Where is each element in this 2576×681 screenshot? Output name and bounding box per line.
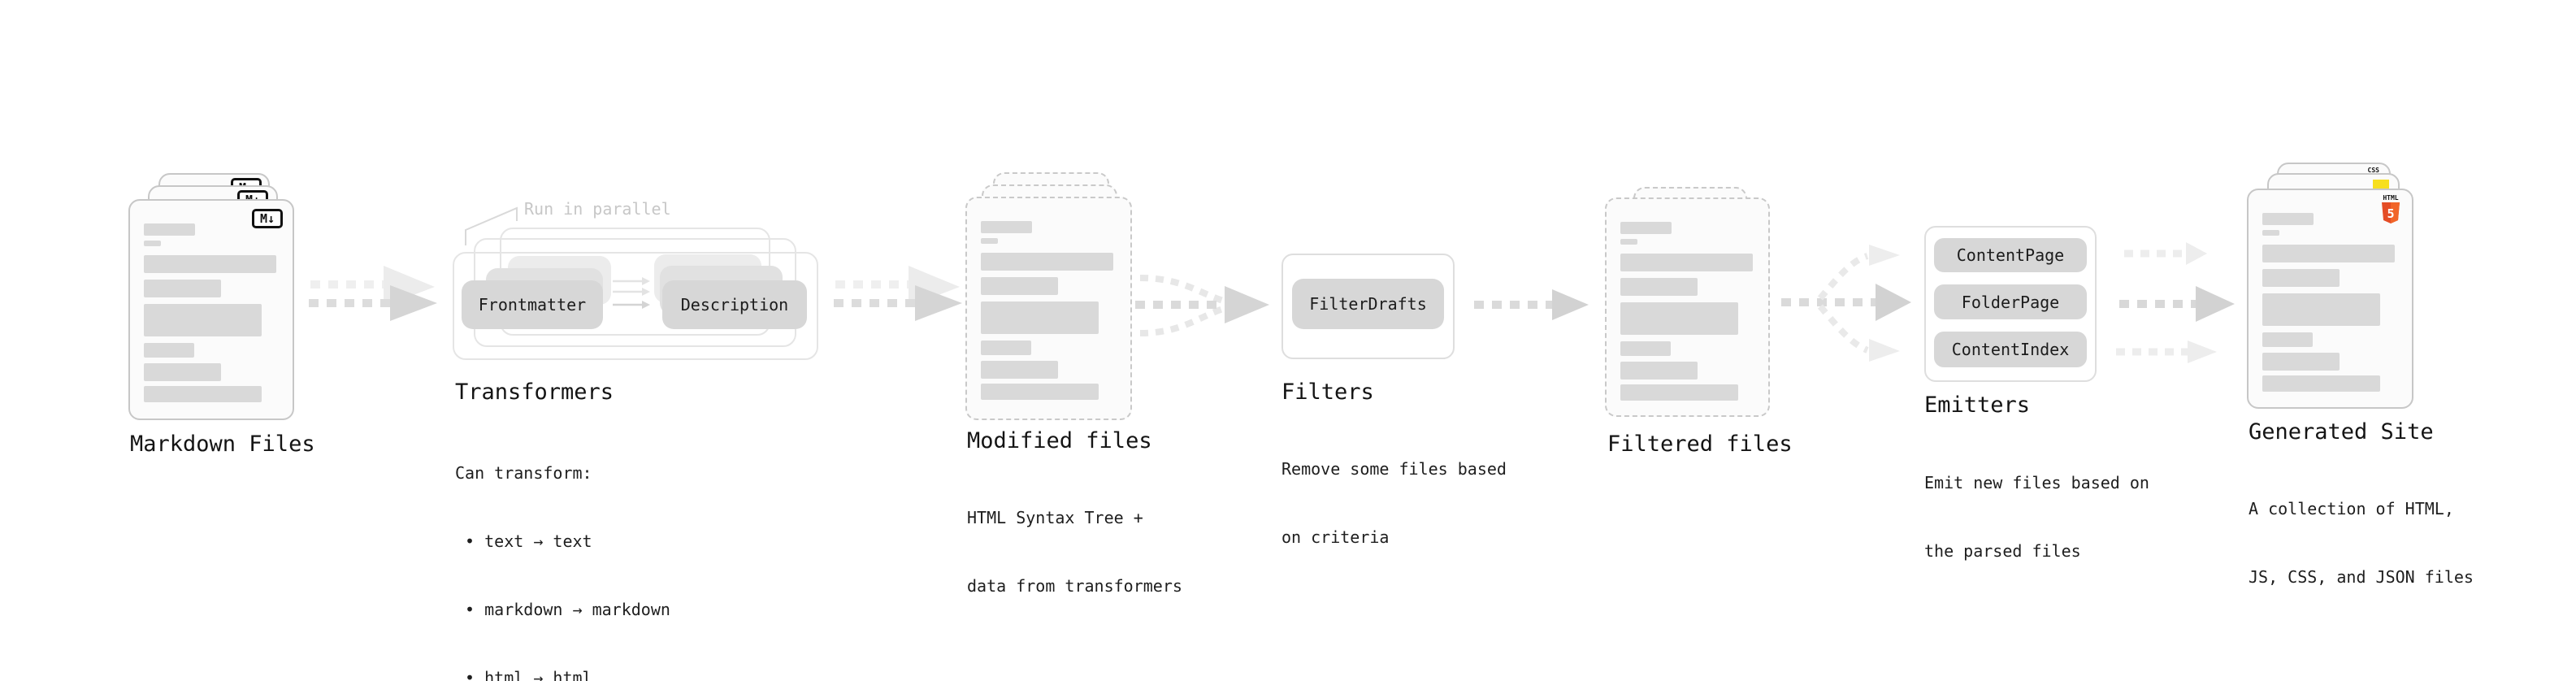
description-line: A collection of HTML, bbox=[2249, 499, 2454, 518]
description-pill: Description bbox=[662, 280, 807, 329]
content-page-pill-label: ContentPage bbox=[1956, 245, 2065, 265]
text-line-bar bbox=[144, 343, 194, 358]
description-line: HTML Syntax Tree + bbox=[967, 508, 1143, 527]
text-line-bar bbox=[144, 223, 195, 236]
text-line-bar bbox=[144, 386, 262, 402]
filter-drafts-pill: FilterDrafts bbox=[1292, 279, 1444, 329]
text-line-bar bbox=[144, 255, 276, 273]
arrow-modified-to-filters-fan-in bbox=[1135, 275, 1269, 336]
text-line-bar bbox=[144, 241, 161, 246]
description-line: the parsed files bbox=[1924, 541, 2081, 561]
text-line-bar bbox=[981, 238, 998, 244]
modified-files-heading: Modified files bbox=[967, 428, 1152, 453]
text-line-bar bbox=[1620, 384, 1738, 401]
text-line-bar bbox=[981, 384, 1099, 400]
text-line-bar bbox=[1620, 222, 1672, 234]
description-line: JS, CSS, and JSON files bbox=[2249, 567, 2474, 587]
description-line: on criteria bbox=[1281, 527, 1390, 547]
transformer-outline-box-front bbox=[453, 252, 818, 360]
description-line: Emit new files based on bbox=[1924, 473, 2149, 492]
markdown-files-label: Markdown Files bbox=[130, 432, 315, 457]
parallel-note-leader-line bbox=[465, 206, 518, 245]
arrow-filters-to-filtered bbox=[1474, 289, 1589, 320]
text-line-bar bbox=[2262, 213, 2314, 225]
parallel-arrows-icon bbox=[613, 277, 650, 309]
frontmatter-pill-label: Frontmatter bbox=[478, 295, 587, 314]
transformers-heading: Transformers bbox=[455, 380, 614, 405]
description-line: data from transformers bbox=[967, 576, 1182, 596]
text-line-bar bbox=[981, 253, 1113, 271]
text-line-bar bbox=[144, 363, 221, 381]
text-line-bar bbox=[144, 304, 262, 336]
filtered-file-card-front bbox=[1605, 197, 1770, 417]
filters-heading: Filters bbox=[1281, 380, 1374, 405]
text-line-bar bbox=[1620, 278, 1698, 296]
document-text-placeholder bbox=[981, 221, 1113, 400]
text-line-bar bbox=[2262, 375, 2380, 392]
javascript-icon bbox=[2373, 180, 2389, 189]
text-line-bar bbox=[1620, 341, 1671, 356]
filtered-files-heading: Filtered files bbox=[1607, 432, 1793, 457]
description-line: • text → text bbox=[455, 531, 592, 551]
arrow-markdown-to-transformers bbox=[309, 266, 437, 321]
document-text-placeholder bbox=[144, 223, 276, 402]
text-line-bar bbox=[2262, 245, 2395, 262]
text-line-bar bbox=[981, 277, 1058, 295]
description-line: • markdown → markdown bbox=[455, 600, 670, 619]
text-line-bar bbox=[981, 340, 1031, 355]
filters-description: Remove some files based on criteria bbox=[1281, 412, 1507, 594]
html5-icon: HTML 5 bbox=[2382, 194, 2400, 223]
generated-file-card-front: HTML 5 bbox=[2247, 189, 2413, 409]
text-line-bar bbox=[1620, 302, 1738, 335]
description-line: Can transform: bbox=[455, 463, 592, 483]
filter-drafts-pill-label: FilterDrafts bbox=[1309, 294, 1427, 314]
generated-site-description: A collection of HTML, JS, CSS, and JSON … bbox=[2249, 452, 2474, 634]
text-line-bar bbox=[2262, 353, 2340, 371]
content-index-pill-label: ContentIndex bbox=[1951, 340, 2070, 359]
document-text-placeholder bbox=[1620, 222, 1753, 401]
text-line-bar bbox=[981, 221, 1032, 233]
markdown-file-card-front: M↓ bbox=[128, 199, 294, 420]
svg-text:HTML: HTML bbox=[2383, 194, 2398, 202]
markdown-icon: M↓ bbox=[252, 209, 283, 228]
text-line-bar bbox=[2262, 332, 2313, 347]
folder-page-pill-label: FolderPage bbox=[1961, 292, 2060, 312]
text-line-bar bbox=[1620, 362, 1698, 380]
modified-files-description: HTML Syntax Tree + data from transformer… bbox=[967, 461, 1182, 643]
text-line-bar bbox=[2262, 269, 2340, 287]
arrow-transformers-to-modified bbox=[834, 266, 962, 321]
folder-page-pill: FolderPage bbox=[1934, 284, 2087, 319]
svg-text:5: 5 bbox=[2387, 206, 2394, 221]
arrow-emitters-to-generated-triple bbox=[2116, 242, 2235, 363]
emitters-heading: Emitters bbox=[1924, 393, 2031, 418]
description-line: • html → html bbox=[455, 668, 592, 681]
text-line-bar bbox=[981, 361, 1058, 379]
text-line-bar bbox=[144, 280, 221, 297]
text-line-bar bbox=[2262, 230, 2279, 236]
text-line-bar bbox=[2262, 293, 2380, 326]
document-text-placeholder bbox=[2262, 213, 2395, 392]
run-in-parallel-note: Run in parallel bbox=[524, 199, 671, 219]
transformers-description: Can transform: • text → text • markdown … bbox=[455, 416, 670, 681]
emitters-description: Emit new files based on the parsed files bbox=[1924, 426, 2149, 608]
generated-site-heading: Generated Site bbox=[2249, 419, 2434, 445]
text-line-bar bbox=[1620, 254, 1753, 271]
modified-file-card-front bbox=[965, 197, 1132, 420]
text-line-bar bbox=[1620, 239, 1637, 245]
description-line: Remove some files based bbox=[1281, 459, 1507, 479]
description-pill-label: Description bbox=[680, 295, 789, 314]
content-index-pill: ContentIndex bbox=[1934, 332, 2087, 367]
content-page-pill: ContentPage bbox=[1934, 238, 2087, 272]
arrow-filtered-to-emitters-fan-out bbox=[1781, 245, 1911, 362]
frontmatter-pill: Frontmatter bbox=[462, 280, 603, 329]
text-line-bar bbox=[981, 301, 1099, 334]
